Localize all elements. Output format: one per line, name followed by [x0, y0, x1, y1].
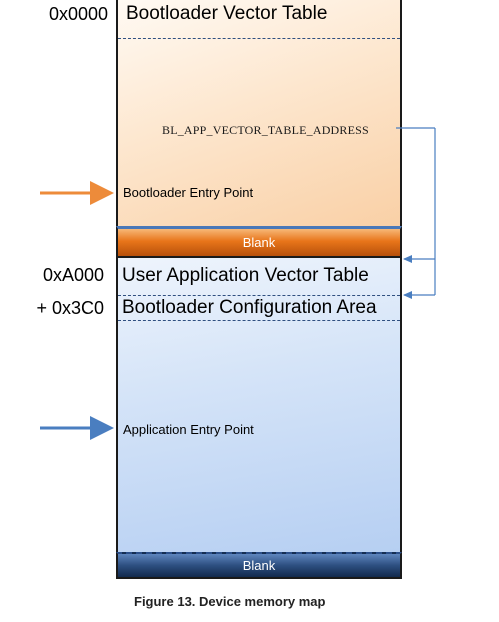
label-application-entry-point: Application Entry Point	[123, 422, 254, 437]
config-area-separator	[118, 320, 400, 321]
label-bootloader-vector-table: Bootloader Vector Table	[126, 3, 328, 24]
label-bootloader-entry-point: Bootloader Entry Point	[123, 185, 254, 200]
label-user-application-vector-table: User Application Vector Table	[122, 265, 369, 286]
bootloader-region	[116, 0, 402, 226]
application-region	[116, 258, 402, 552]
blank-region-top: Blank	[116, 226, 402, 258]
figure-caption: Figure 13. Device memory map	[134, 594, 326, 609]
label-bootloader-configuration-area: Bootloader Configuration Area	[122, 297, 377, 318]
blank-region-bottom: Blank	[116, 552, 402, 579]
address-bootloader-start: 0x0000	[48, 4, 108, 24]
vector-table-separator	[118, 38, 400, 39]
address-app-start: 0xA000	[42, 265, 104, 285]
vector-table-pointer-connector	[396, 127, 436, 299]
address-config-offset: + 0x3C0	[36, 298, 104, 318]
label-bl-app-vector-table-address: BL_APP_VECTOR_TABLE_ADDRESS	[162, 123, 369, 137]
app-vector-table-separator	[118, 295, 400, 296]
